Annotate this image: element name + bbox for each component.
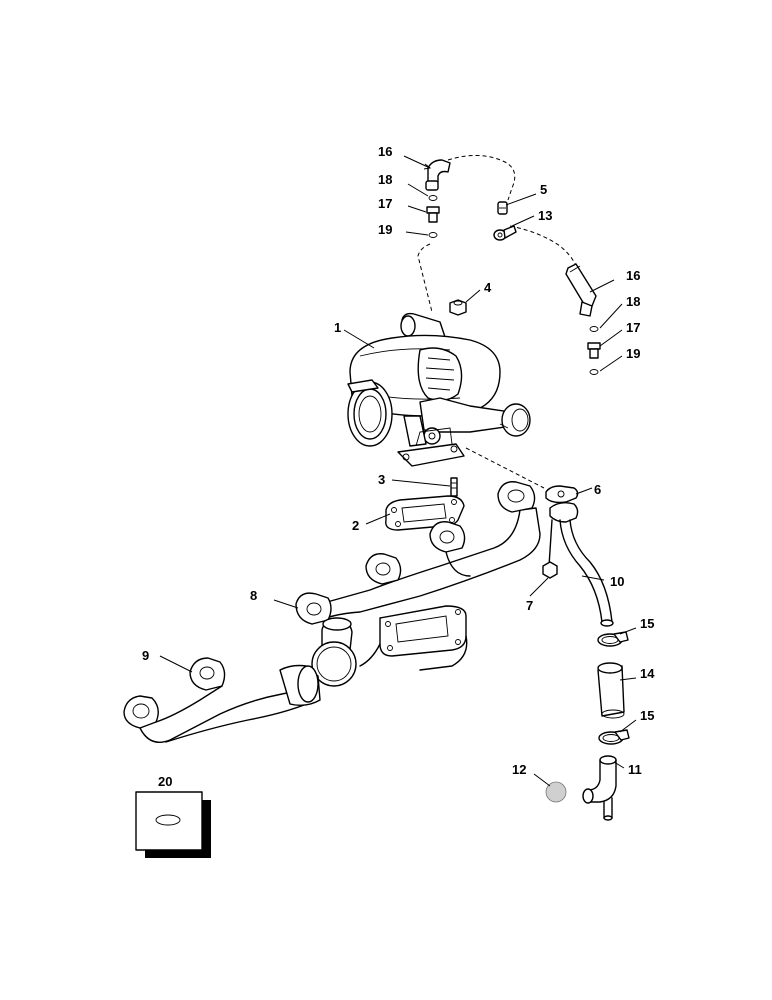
gasket-6: [545, 485, 579, 504]
callout-3: 3: [378, 472, 385, 487]
stud-3: [450, 477, 458, 497]
callout-11: 11: [628, 762, 642, 777]
callout-17-upper: 17: [378, 196, 392, 211]
exhaust-manifold-rear: [295, 481, 541, 687]
elbow-tube-11: [582, 755, 617, 821]
turbocharger: [347, 312, 531, 467]
callout-9: 9: [142, 648, 149, 663]
hose-clamp-15-lower: [598, 729, 630, 745]
callout-7: 7: [526, 598, 533, 613]
callout-14: 14: [640, 666, 655, 681]
nut-4: [449, 299, 467, 316]
o-ring-19-upper: [428, 232, 438, 238]
callout-5: 5: [540, 182, 547, 197]
o-ring-18-right: [589, 326, 599, 332]
adapter-17-right: [587, 342, 601, 359]
oil-drain-tube-10: [549, 501, 614, 627]
callout-16-upper: 16: [378, 144, 392, 159]
callout-19-right: 19: [626, 346, 640, 361]
callout-18-right: 18: [626, 294, 640, 309]
adapter-17-upper: [426, 206, 440, 223]
callout-1: 1: [334, 320, 341, 335]
callout-10: 10: [610, 574, 624, 589]
callout-2: 2: [352, 518, 359, 533]
oil-line-elbow-fitting-upper: [425, 159, 451, 191]
callout-15-upper: 15: [640, 616, 654, 631]
plug-ball-12: [545, 781, 567, 803]
bolt-7: [542, 519, 558, 579]
callout-12: 12: [512, 762, 526, 777]
callout-18-upper: 18: [378, 172, 392, 187]
gasket-kit-box-20: [135, 791, 211, 858]
banjo-bolt-5: [497, 201, 508, 215]
callout-4: 4: [484, 280, 492, 295]
oil-line-elbow-fitting-right: [565, 263, 597, 317]
o-ring-19-right: [589, 369, 599, 375]
upper-oil-line: [417, 155, 577, 313]
banjo-fitting-13: [493, 225, 517, 241]
callout-20: 20: [158, 774, 172, 789]
exhaust-manifold-front: [123, 657, 321, 743]
leader-lines: [159, 155, 637, 787]
callout-8: 8: [250, 588, 257, 603]
o-ring-18-upper: [428, 195, 438, 201]
hose-14: [597, 662, 625, 719]
callout-16-right: 16: [626, 268, 640, 283]
callout-labels: 16 18 17 19 5 13 16 18 17 19 4 1 3 2 6 7…: [142, 144, 655, 789]
callout-15-lower: 15: [640, 708, 654, 723]
oil-return-dashed-link: [465, 447, 545, 489]
callout-17-right: 17: [626, 320, 640, 335]
hose-clamp-15-upper: [597, 631, 629, 647]
callout-13: 13: [538, 208, 552, 223]
callout-6: 6: [594, 482, 601, 497]
callout-19-upper: 19: [378, 222, 392, 237]
